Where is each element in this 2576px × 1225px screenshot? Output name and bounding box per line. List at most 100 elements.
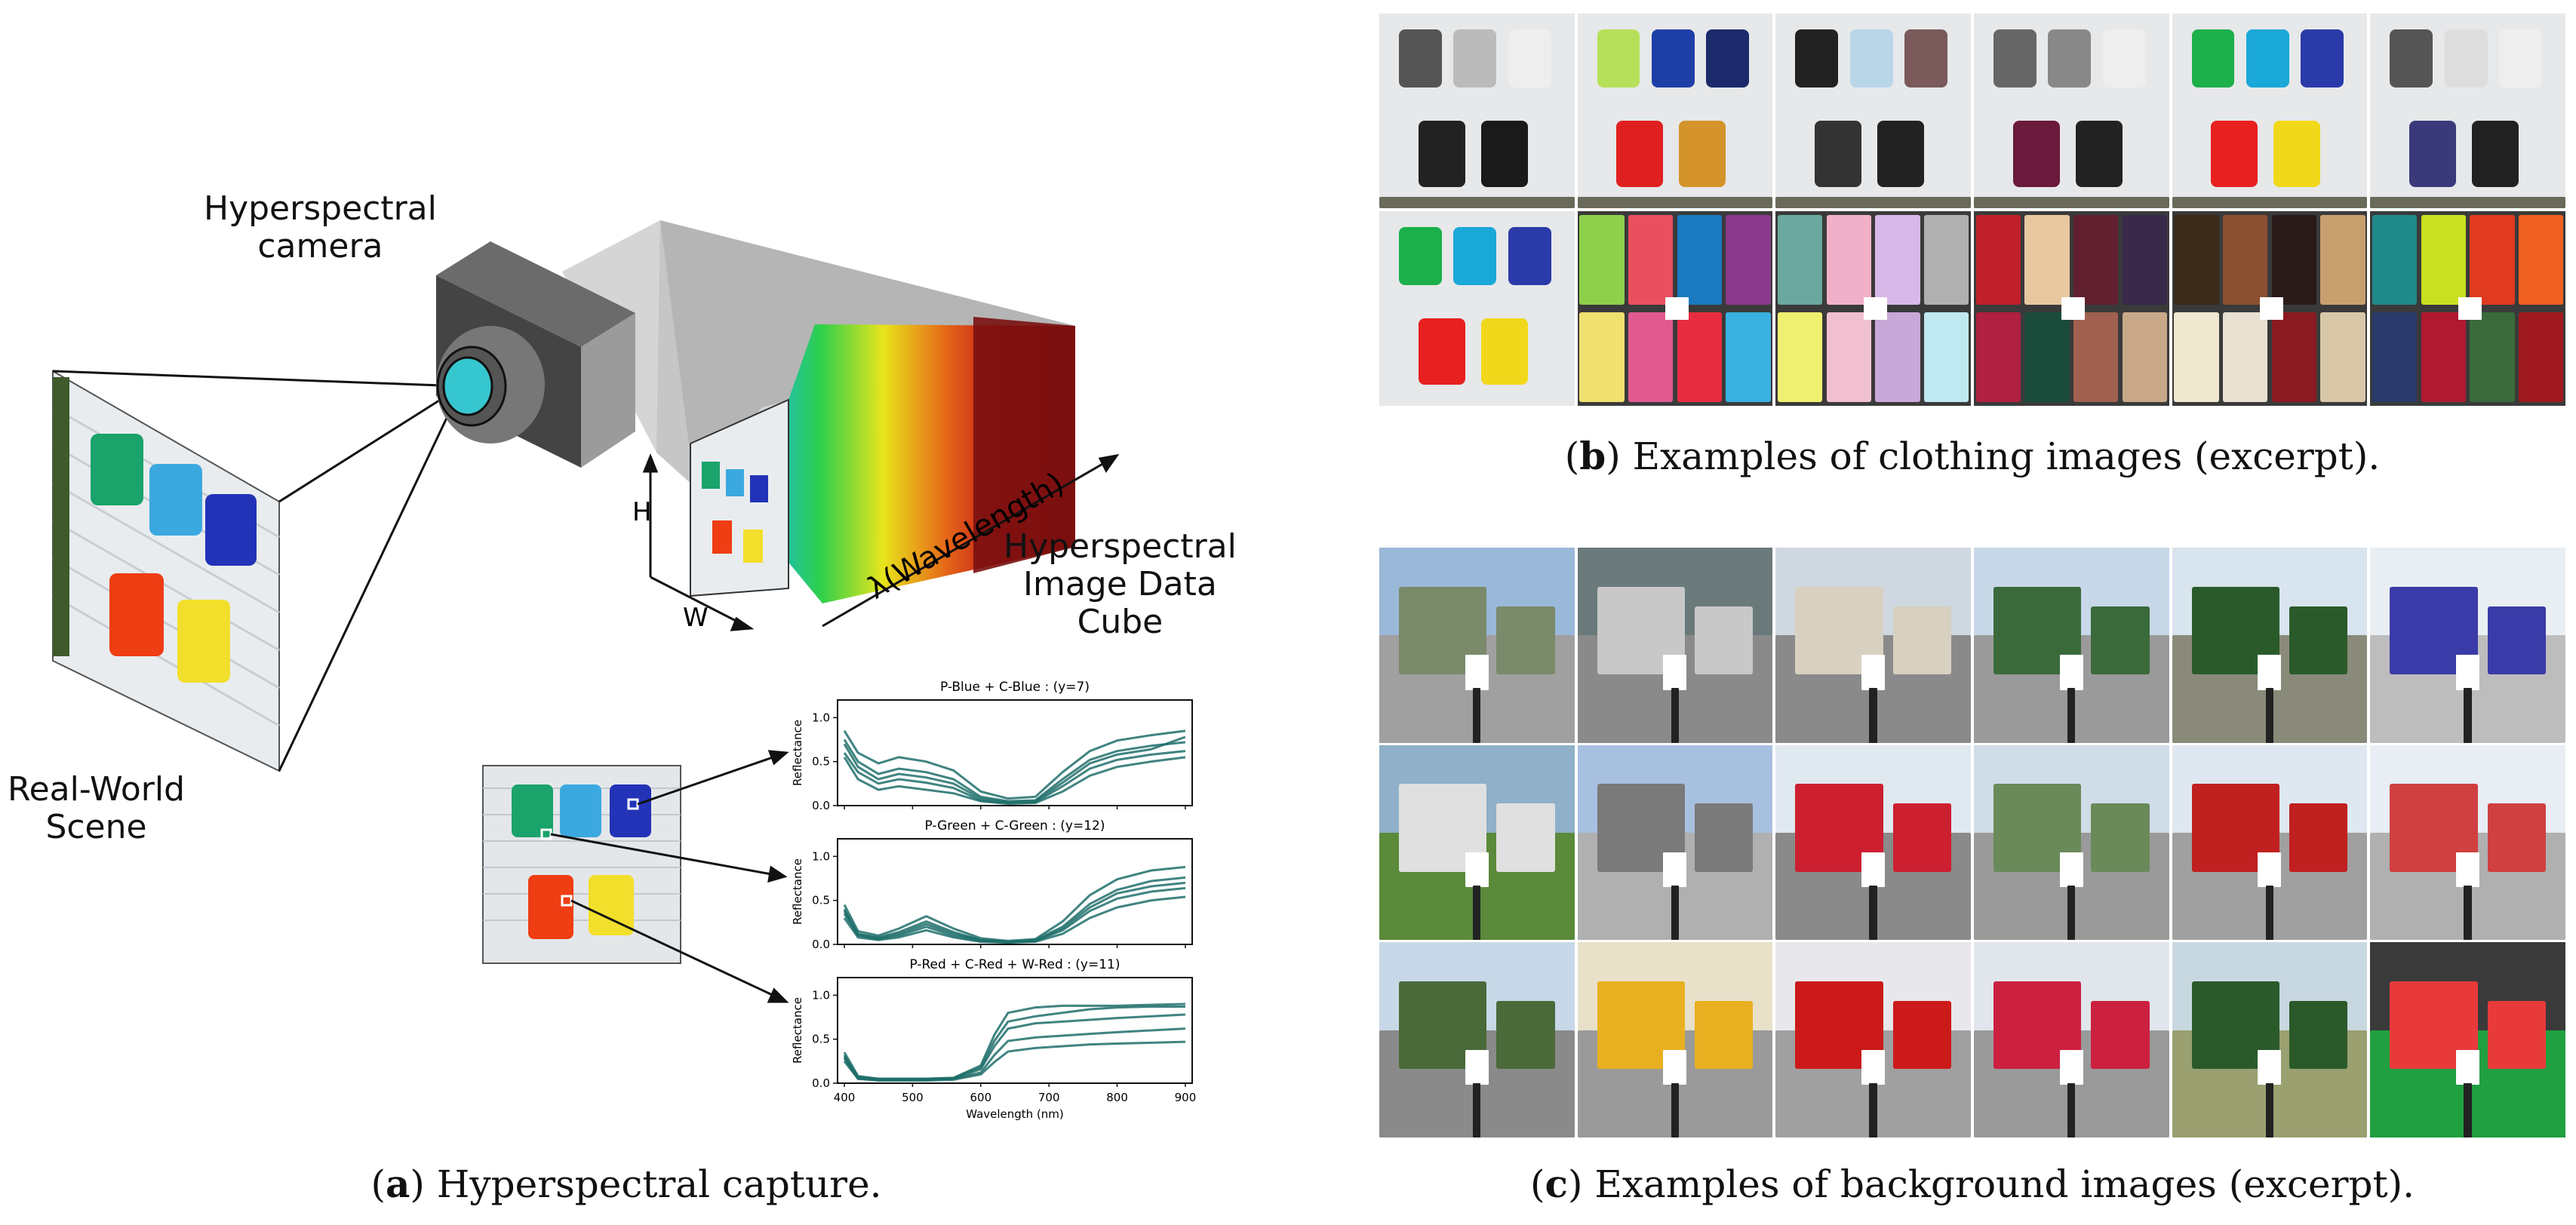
clothing-photo [2172,14,2368,208]
cube-axes [642,453,1120,631]
axis-h-label: H [632,497,652,527]
photo-detail [1923,215,1969,305]
photo-detail [2222,215,2268,305]
series-line [843,735,1186,803]
clothing-photo [1577,14,1773,208]
background-photo [1775,745,1971,941]
photo-detail [2487,803,2547,872]
chart-xlabel: Wavelength (nm) [966,1107,1064,1121]
photo-detail [1663,1049,1687,1085]
scene-photo [52,370,280,772]
caption-a: (a) Hyperspectral capture. [370,1162,882,1206]
scene-label-line2: Scene [45,808,147,846]
scene-label: Real-World Scene [8,771,185,846]
photo-detail [2174,215,2219,305]
photo-detail [2012,120,2060,187]
photo-detail [2122,312,2168,402]
photo-detail [1869,1082,1877,1138]
background-photo [2172,745,2368,941]
ytick-label: 0.5 [812,894,830,907]
background-photo [1775,942,1971,1138]
photo-detail [2456,1049,2480,1085]
ytick-label: 0.5 [812,755,830,769]
camera-body [436,241,635,468]
photo-detail [1877,120,1924,187]
photo-detail [1453,226,1497,286]
photo-detail [1398,29,1442,88]
photo-detail [2211,120,2258,187]
photo-detail [1861,852,1886,888]
photo-detail [2421,215,2467,305]
clothing-photo [1775,211,1971,406]
photo-detail [2067,885,2076,941]
photo-detail [1651,29,1695,88]
xtick-label: 900 [1175,1091,1197,1104]
photo-detail [1777,312,1823,402]
photo-detail [1892,606,1952,675]
photo-detail [2067,1082,2076,1138]
photo-detail [2301,29,2344,88]
photo-detail [2487,606,2547,675]
photo-detail [2271,215,2317,305]
photo-detail [1465,852,1489,888]
photo-detail [2390,29,2433,88]
photo-detail [2273,120,2321,187]
background-photo [1974,745,2169,941]
photo-detail [1616,120,1664,187]
photo-detail [1863,296,1887,321]
photo-detail [2499,29,2542,88]
photo-detail [1496,803,1555,872]
photo-detail [1875,215,1920,305]
background-image-grid [1378,547,2567,1139]
photo-detail [1904,29,1947,88]
axis-w-label: W [683,603,709,633]
photo-detail [2024,312,2070,402]
cube-label-line3: Cube [1077,603,1164,641]
photo-detail [2265,1082,2274,1138]
clothing-photo [1775,14,1971,208]
photo-detail [1665,296,1689,321]
photo-detail [1974,196,2169,208]
photo-detail [1869,885,1877,941]
ytick-label: 0.0 [812,799,830,812]
sample-arrows [550,750,789,1003]
reflectance-charts: P-Blue + C-Blue : (y=7)Reflectance0.00.5… [791,680,1197,1121]
series-line [843,738,1186,803]
photo-detail [1826,312,1872,402]
photo-detail [1875,312,1920,402]
photo-detail [2174,312,2219,402]
camera-label-line1: Hyperspectral [204,189,437,228]
cube-label: Hyperspectral Image Data Cube [1004,528,1237,641]
photo-detail [2059,1049,2083,1085]
photo-detail [1993,29,2037,88]
ytick-label: 0.5 [812,1033,830,1046]
ytick-label: 1.0 [812,988,830,1002]
photo-detail [2258,1049,2282,1085]
photo-detail [1815,120,1862,187]
photo-detail [2271,312,2317,402]
photo-detail [1826,215,1872,305]
photo-detail [2048,29,2092,88]
series-line [843,895,1186,944]
photo-detail [1679,120,1726,187]
ytick-label: 1.0 [812,711,830,724]
photo-detail [1677,215,1723,305]
background-photo [1379,942,1575,1138]
chart-title: P-Green + C-Green : (y=12) [924,818,1105,834]
photo-detail [2518,215,2564,305]
background-photo [1379,745,1575,941]
clothing-photo [2370,211,2565,406]
photo-detail [2456,852,2480,888]
photo-detail [2091,606,2150,675]
photo-detail [1398,226,1442,286]
photo-detail [1597,29,1640,88]
background-photo [2370,745,2565,941]
photo-detail [1663,852,1687,888]
chart-ylabel: Reflectance [791,858,804,925]
series-line [843,876,1186,944]
photo-detail [2265,688,2274,743]
photo-detail [1628,312,1674,402]
photo-detail [1777,215,1823,305]
chart-title: P-Red + C-Red + W-Red : (y=11) [909,957,1120,972]
background-photo [1974,942,2169,1138]
